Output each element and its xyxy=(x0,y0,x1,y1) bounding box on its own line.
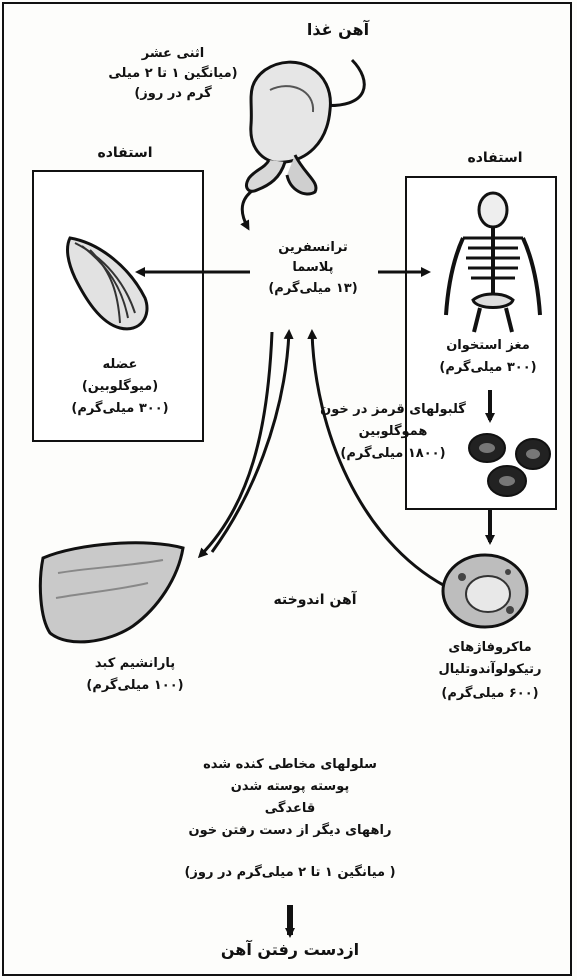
use-left-label: استفاده xyxy=(70,145,180,163)
red-blood-cells-illustration xyxy=(465,426,555,502)
rbc-line3: (۱۸۰۰ میلی‌گرم) xyxy=(318,446,468,462)
transferrin-to-liver-arrow xyxy=(200,332,272,556)
macrophage-line3: (۶۰۰ میلی‌گرم) xyxy=(420,686,560,702)
skeleton-illustration xyxy=(438,190,548,332)
loss-line3: قاعدگی xyxy=(180,801,400,817)
liver-line2: (۱۰۰ میلی‌گرم) xyxy=(60,678,210,694)
duodenum-avg-line1: (میانگین ۱ تا ۲ میلی xyxy=(93,66,253,82)
loss-line2: پوسته پوسته شدن xyxy=(180,779,400,795)
macrophage-line1: ماکروفاژهای xyxy=(420,640,560,656)
muscle-line1: عضله xyxy=(45,357,195,373)
transferrin-line2: پلاسما xyxy=(238,260,388,276)
loss-line4: راههای دیگر از دست رفتن خون xyxy=(170,823,410,839)
muscle-line3: (۳۰۰ میلی‌گرم) xyxy=(45,401,195,417)
stored-iron-label: آهن اندوخته xyxy=(250,592,380,610)
loss-line5: ( میانگین ۱ تا ۲ میلی‌گرم در روز) xyxy=(155,865,425,881)
bone-marrow-line2: (۳۰۰ میلی‌گرم) xyxy=(418,360,558,376)
transferrin-line3: (۱۳ میلی‌گرم) xyxy=(238,281,388,297)
stomach-illustration xyxy=(235,50,355,200)
loss-line1: سلولهای مخاطی کنده شده xyxy=(180,757,400,773)
macrophage-line2: رتیکولوآندوتلیال xyxy=(420,662,560,678)
rbc-line2: هموگلوبین xyxy=(318,424,468,440)
rbc-line1: گلبولهای قرمز در خون xyxy=(318,402,468,418)
liver-illustration xyxy=(38,538,188,648)
duodenum-label: اثنی عشر xyxy=(98,46,248,62)
duodenum-avg-line2: گرم در روز) xyxy=(98,86,248,102)
bone-marrow-line1: مغز استخوان xyxy=(418,338,558,354)
liver-to-transferrin-arrow xyxy=(212,332,289,552)
muscle-line2: (میوگلوبین) xyxy=(45,379,195,395)
muscle-illustration xyxy=(60,228,160,340)
transferrin-line1: ترانسفرین xyxy=(238,240,388,256)
macrophage-illustration xyxy=(440,552,530,630)
use-right-label: استفاده xyxy=(440,150,550,168)
iron-loss-label: ازدست رفتن آهن xyxy=(205,940,375,960)
liver-line1: پارانشیم کبد xyxy=(60,656,210,672)
food-iron-label: آهن غذا xyxy=(268,20,408,40)
